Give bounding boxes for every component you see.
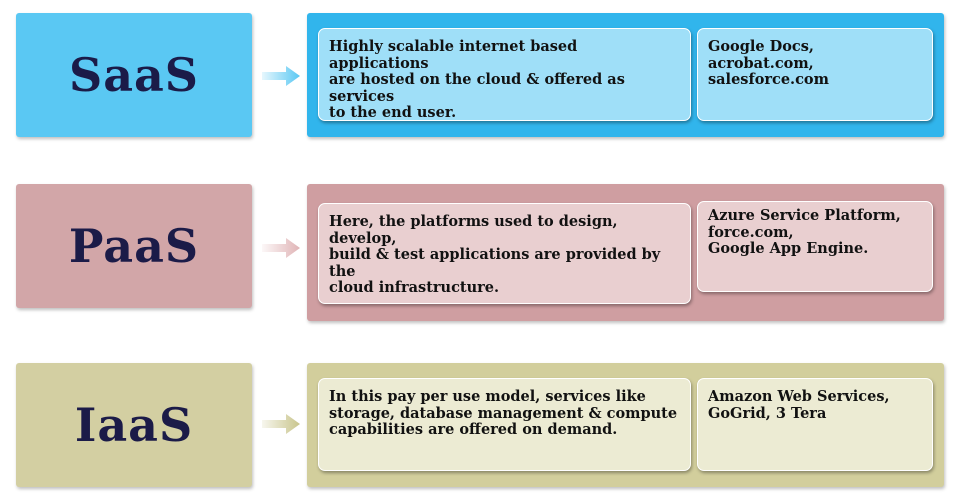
iaas-panel: In this pay per use model, services like… (307, 363, 944, 487)
paas-examples: Azure Service Platform, force.com, Googl… (708, 207, 901, 257)
iaas-examples: Amazon Web Services, GoGrid, 3 Tera (708, 388, 890, 422)
iaas-examples-card: Amazon Web Services, GoGrid, 3 Tera (697, 378, 933, 471)
iaas-arrow-icon (262, 414, 300, 434)
paas-arrow-icon (262, 238, 300, 258)
iaas-title-box: IaaS (16, 363, 252, 487)
saas-description: Highly scalable internet based applicati… (329, 38, 625, 121)
paas-panel: Here, the platforms used to design, deve… (307, 184, 944, 321)
paas-description: Here, the platforms used to design, deve… (329, 213, 661, 296)
saas-examples-card: Google Docs, acrobat.com, salesforce.com (697, 28, 933, 121)
paas-examples-card: Azure Service Platform, force.com, Googl… (697, 201, 933, 292)
saas-panel: Highly scalable internet based applicati… (307, 13, 944, 137)
paas-description-card: Here, the platforms used to design, deve… (318, 203, 691, 304)
iaas-description-card: In this pay per use model, services like… (318, 378, 691, 471)
saas-arrow-icon (262, 66, 300, 86)
saas-description-card: Highly scalable internet based applicati… (318, 28, 691, 121)
paas-title: PaaS (68, 219, 200, 273)
paas-title-box: PaaS (16, 184, 252, 308)
iaas-description: In this pay per use model, services like… (329, 388, 678, 438)
saas-examples: Google Docs, acrobat.com, salesforce.com (708, 38, 829, 88)
saas-title: SaaS (68, 48, 200, 102)
iaas-title: IaaS (74, 398, 194, 452)
saas-title-box: SaaS (16, 13, 252, 137)
